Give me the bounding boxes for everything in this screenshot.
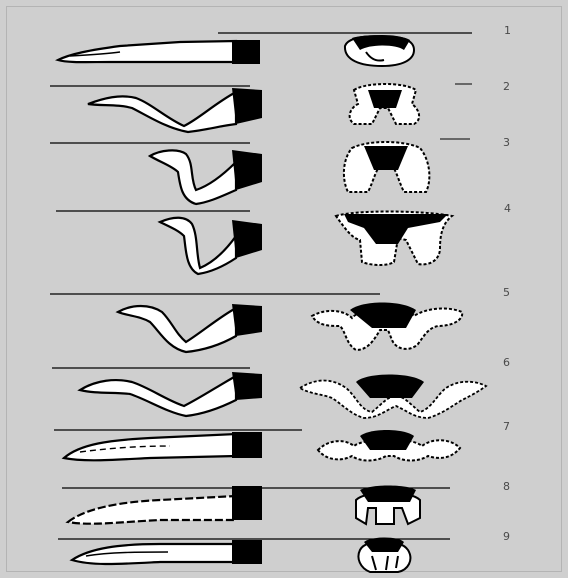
- row-label-7: 7: [503, 420, 510, 433]
- front-view-1: [345, 35, 414, 66]
- side-view-7: [64, 432, 262, 460]
- side-view-2: [88, 88, 262, 132]
- row-label-2: 2: [503, 80, 510, 93]
- stroke-phase-1: 1: [58, 24, 511, 66]
- row-label-6: 6: [503, 356, 510, 369]
- row-label-1: 1: [504, 24, 511, 37]
- front-view-7: [318, 430, 460, 461]
- side-view-8: [68, 486, 262, 524]
- stroke-phase-4: 4: [56, 202, 511, 274]
- row-label-5: 5: [503, 286, 510, 299]
- stroke-phase-6: 6: [52, 356, 510, 418]
- stroke-phase-9: 9: [58, 530, 510, 572]
- front-view-4: [336, 212, 452, 266]
- row-label-9: 9: [503, 530, 510, 543]
- front-view-9: [358, 538, 410, 573]
- row-label-3: 3: [503, 136, 510, 149]
- front-view-6: [300, 375, 486, 419]
- front-view-3: [344, 142, 429, 192]
- front-view-8: [356, 486, 420, 525]
- side-view-9: [72, 540, 262, 564]
- side-view-4: [160, 218, 262, 274]
- side-view-6: [80, 372, 262, 416]
- stroke-phase-2: 2: [50, 80, 510, 132]
- stroke-phase-5: 5: [50, 286, 510, 352]
- row-label-8: 8: [503, 480, 510, 493]
- stroke-phase-8: 8: [62, 480, 510, 524]
- stroke-phase-7: 7: [54, 420, 510, 461]
- side-view-5: [118, 304, 262, 352]
- front-view-5: [312, 303, 462, 351]
- side-view-1: [58, 40, 260, 64]
- side-view-3: [150, 150, 262, 204]
- front-view-2: [350, 84, 419, 124]
- stroke-phase-3: 3: [50, 136, 510, 204]
- row-label-4: 4: [504, 202, 511, 215]
